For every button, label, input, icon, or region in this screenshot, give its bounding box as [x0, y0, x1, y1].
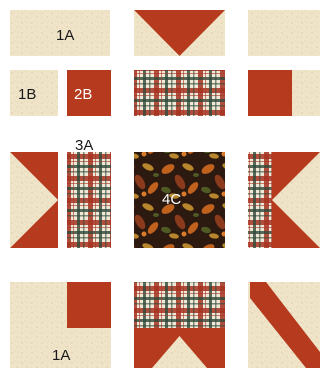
piece-4c-center-square: 4C	[134, 152, 225, 248]
piece-1b: 1B	[10, 70, 58, 116]
label-1b: 1B	[18, 86, 36, 103]
flying-goose-top	[134, 10, 225, 56]
piece-2b: 2B	[67, 70, 111, 116]
plaid-rectangle-top	[134, 70, 225, 116]
flying-goose-right	[272, 152, 320, 248]
plaid-rectangle-right	[248, 152, 272, 248]
label-3a: 3A	[75, 137, 93, 154]
label-4c: 4C	[162, 191, 181, 208]
label-1a-bottom: 1A	[52, 347, 70, 364]
label-2b: 2B	[74, 86, 92, 103]
piece-1a-top: 1A	[10, 10, 110, 56]
piece-3a-plaid-left	[67, 152, 111, 248]
plaid-flying-goose-bottom	[134, 282, 225, 368]
piece-1a-bottom-unit: 1A	[10, 282, 111, 368]
label-1a-top: 1A	[56, 27, 74, 44]
diagonal-strip-unit	[248, 282, 320, 368]
background-square-top-right	[248, 10, 320, 56]
corner-square-unit-top-right	[248, 70, 320, 116]
flying-goose-left	[10, 152, 58, 248]
